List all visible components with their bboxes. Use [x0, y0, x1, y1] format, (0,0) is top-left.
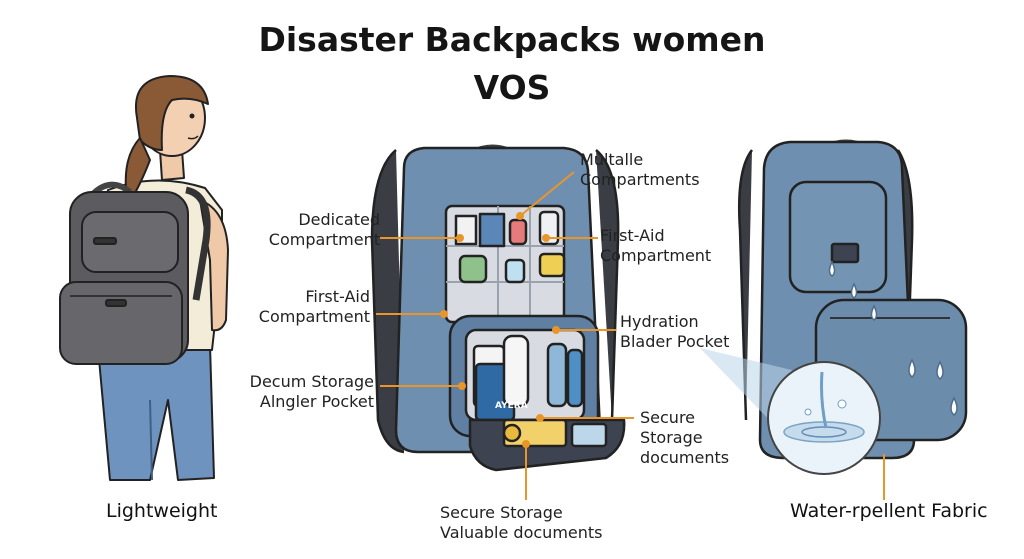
grey-backpack: [59, 181, 211, 365]
caption-water-repellent: Water-rpellent Fabric: [790, 500, 988, 522]
title-line-1: Disaster Backpacks women: [258, 20, 766, 59]
leader-lines: [376, 171, 634, 500]
label-secure-storage-right: Secure Storage documents: [640, 408, 730, 467]
caption-lightweight: Lightweight: [106, 500, 218, 522]
label-decum-storage: Decum Storage Alngler Pocket: [249, 372, 374, 411]
water-splash-magnifier: [767, 361, 881, 475]
label-first-aid-right: First-Aid Compartment: [600, 226, 712, 265]
label-dedicated-compartment: Dedicated Compartment: [268, 210, 380, 249]
label-first-aid-left: First-Aid Compartment: [258, 287, 370, 326]
title-line-2: VOS: [473, 68, 551, 107]
open-backpack: [370, 144, 626, 472]
label-secure-storage-bottom: Secure Storage Valuable documents: [440, 503, 603, 542]
label-multalle-compartments: Multalle Compartments: [580, 150, 700, 189]
water-droplets: [828, 260, 958, 416]
can-label: AYERA: [495, 401, 528, 411]
label-hydration-pocket: Hydration Blader Pocket: [620, 312, 730, 351]
